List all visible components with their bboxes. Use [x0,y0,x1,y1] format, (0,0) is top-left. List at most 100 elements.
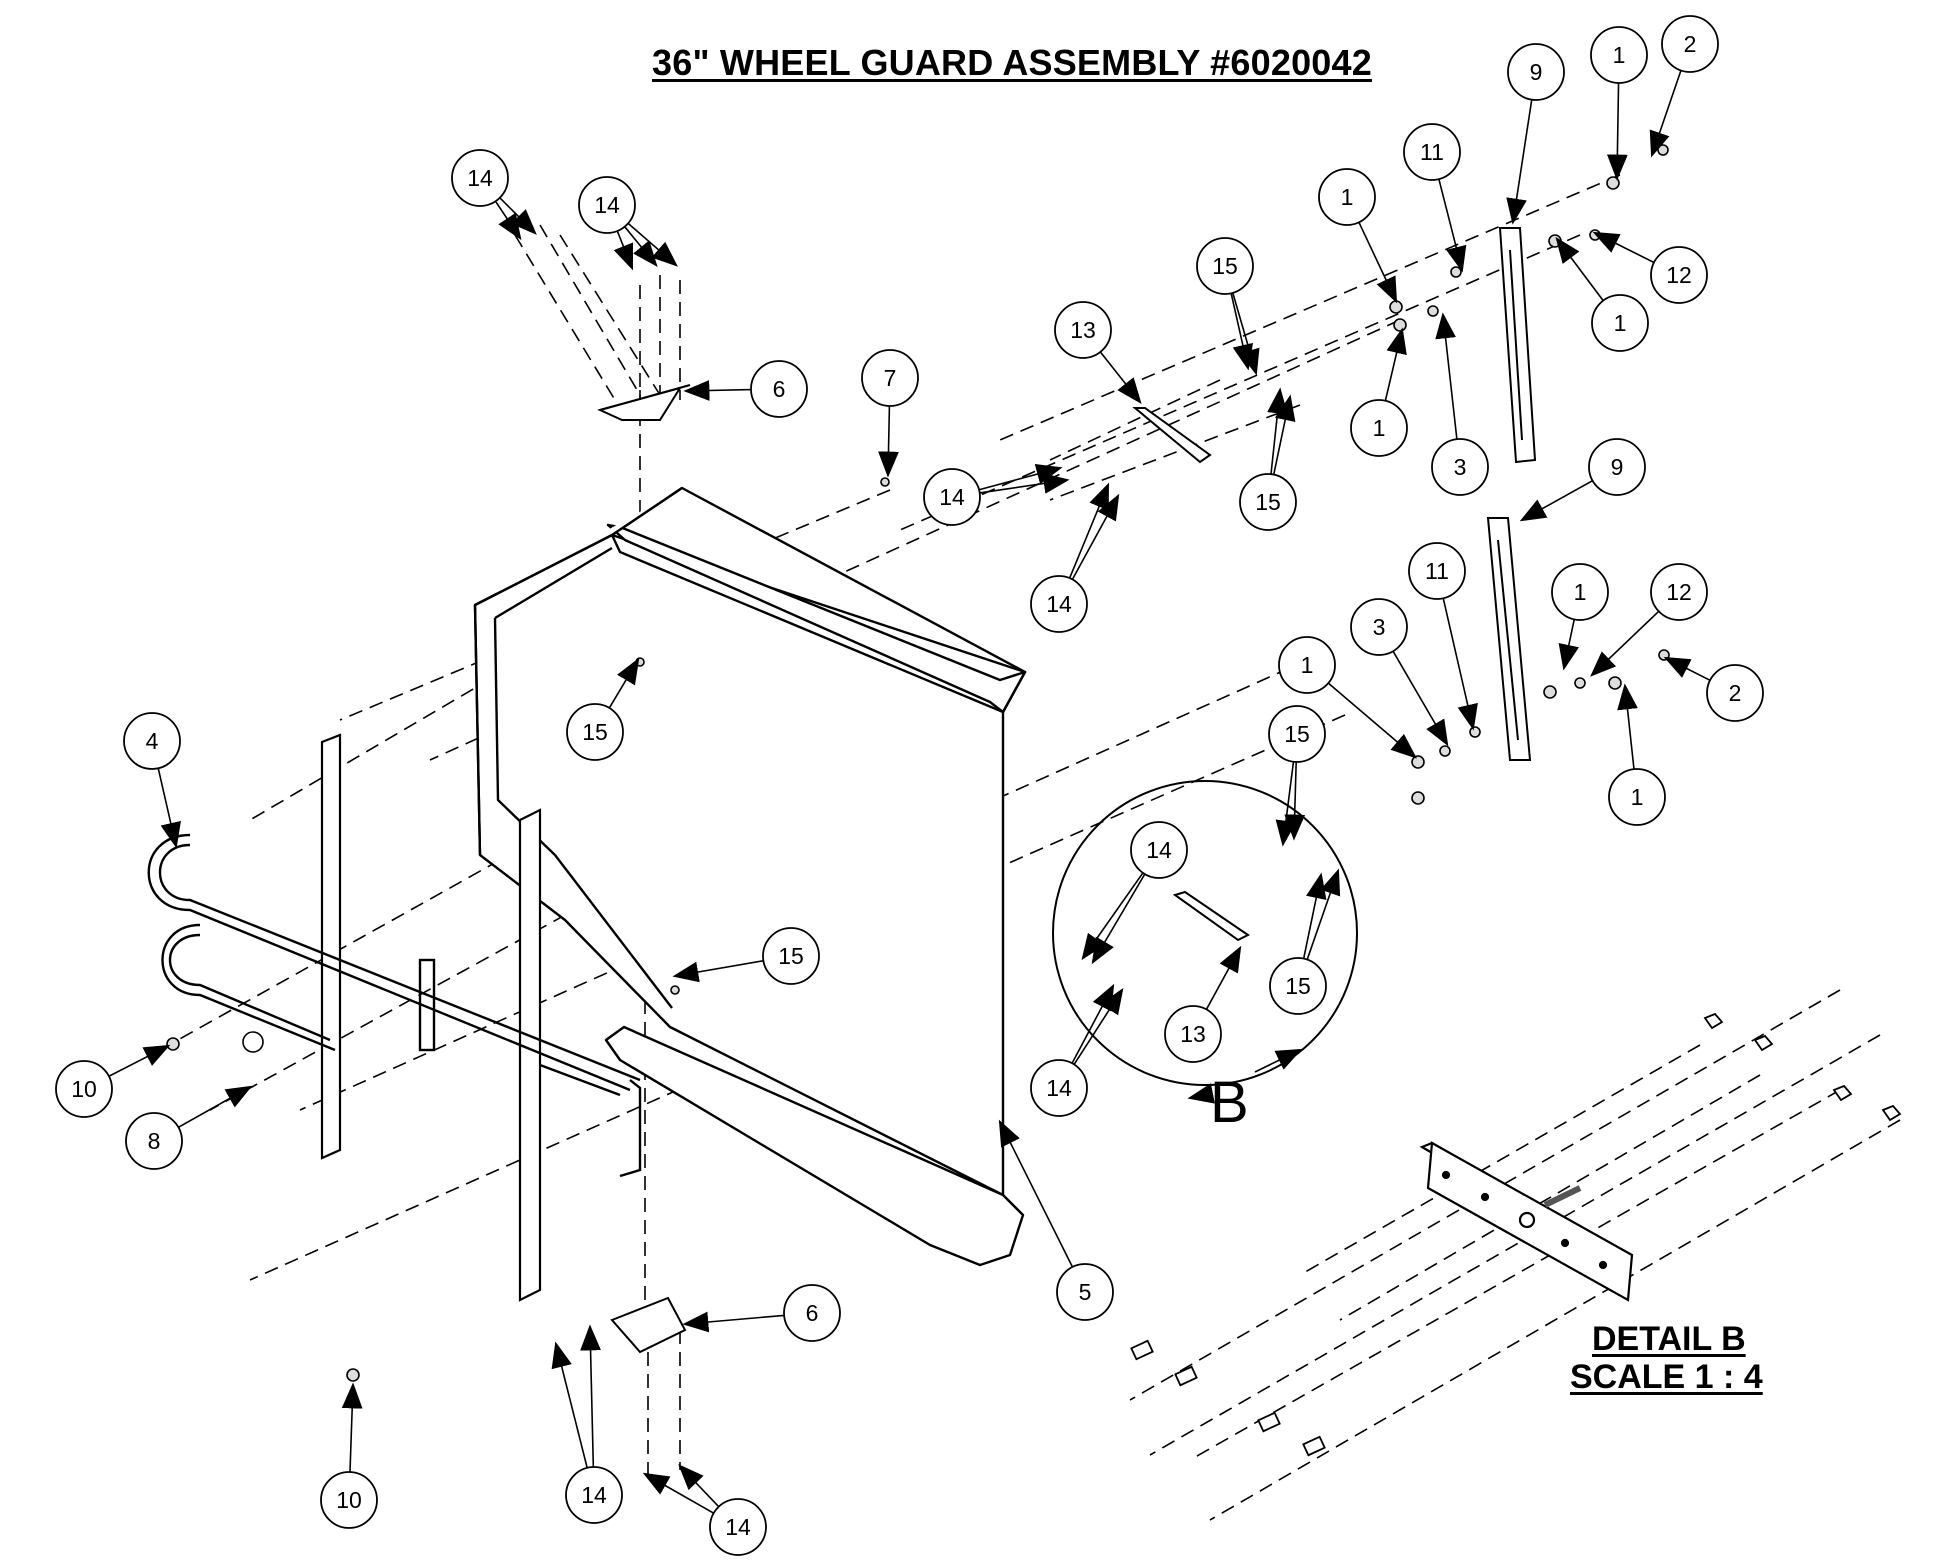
callout-number: 8 [148,1128,161,1154]
callout-leader-1 [1606,82,1628,181]
callout-leader-1 [1384,327,1407,401]
callout-number: 1 [1613,42,1626,68]
callout-leader-15 [1267,387,1288,475]
callout-balloon-15: 15 [1268,705,1326,763]
callout-balloon-9: 9 [1588,438,1646,496]
callout-leader-14 [642,1472,715,1514]
callout-leader-1 [1558,619,1579,671]
callout-balloon-14: 14 [451,149,509,207]
callout-leader-1 [1327,682,1417,759]
callout-balloon-14: 14 [578,176,636,234]
callout-balloon-2: 2 [1661,15,1719,73]
callout-circle [1268,705,1326,763]
callout-balloon-12: 12 [1650,563,1708,621]
callout-number: 11 [1420,139,1444,165]
callout-leader-13 [1205,945,1242,1010]
callout-leader-12 [1590,610,1660,677]
callout-balloon-9: 9 [1507,43,1565,101]
plate-13 [1132,407,1250,942]
callout-leader-15 [1232,292,1260,376]
callout-balloon-11: 11 [1408,542,1466,600]
callout-leader-15 [1272,394,1296,475]
callout-number: 2 [1684,31,1697,57]
callout-leader-14 [1091,873,1146,965]
callout-leader-14 [580,1324,601,1468]
callout-number: 1 [1373,415,1386,441]
callout-circle [1278,636,1336,694]
callout-circle [861,349,919,407]
callout-balloon-10: 10 [55,1060,113,1118]
callout-leader-6 [682,1311,785,1333]
callout-number: 6 [806,1300,819,1326]
callout-leader-13 [1099,351,1142,405]
callout-balloon-13: 13 [1164,1005,1222,1063]
callout-number: 14 [594,192,620,218]
callout-number: 15 [778,943,804,969]
callout-number: 11 [1425,558,1449,584]
callout-leader-10 [108,1044,171,1077]
callout-circle [923,468,981,526]
callout-balloon-3: 3 [1350,598,1408,656]
callout-circle [1350,598,1408,656]
callout-leader-1 [1358,221,1398,304]
callout-circle [1706,664,1764,722]
callout-circle [125,1112,183,1170]
callout-number: 3 [1373,614,1386,640]
callout-leader-4 [157,768,181,849]
callout-leader-14 [627,222,678,267]
callout-number: 13 [1180,1021,1206,1047]
callout-circle [55,1060,113,1118]
callout-balloon-14: 14 [1030,1059,1088,1117]
detail-b-plate [1419,1141,1634,1302]
detail-scale: SCALE 1 : 4 [1570,1358,1763,1396]
callout-balloon-1: 1 [1591,294,1649,352]
callout-circle [451,149,509,207]
callout-balloon-15: 15 [1196,237,1254,295]
slotted-bars [1486,227,1537,761]
callout-number: 14 [581,1482,607,1508]
detail-b-letter: B [1210,1070,1249,1135]
callout-number: 15 [1212,253,1238,279]
callout-balloon-2: 2 [1706,664,1764,722]
callout-number: 14 [1046,591,1072,617]
callout-leader-1 [1555,236,1604,302]
callout-leader-2 [1663,656,1711,682]
drawing-title: 36" WHEEL GUARD ASSEMBLY #6020042 [652,42,1372,83]
callout-leader-1 [1617,683,1638,770]
callout-balloon-15: 15 [762,927,820,985]
callout-leader-14 [551,1341,588,1469]
detail-title: DETAIL B [1592,1320,1746,1358]
detail-b-pointer [1254,1048,1303,1073]
callout-circle [1318,168,1376,226]
callout-leader-14 [499,197,537,235]
callout-number: 15 [1255,489,1281,515]
callout-number: 1 [1574,579,1587,605]
callout-balloon-14: 14 [565,1466,623,1524]
callout-number: 4 [146,728,159,754]
callout-leader-14 [1073,987,1124,1065]
callout-balloon-11: 11 [1403,123,1461,181]
callout-number: 3 [1454,454,1467,480]
callout-circle [123,712,181,770]
callout-leader-14 [1071,493,1120,580]
callout-circle [1507,43,1565,101]
callout-balloon-1: 1 [1551,563,1609,621]
callout-leader-11 [1438,178,1467,273]
callout-leader-15 [1302,872,1327,959]
callout-balloon-6: 6 [783,1284,841,1342]
callout-leader-14 [624,226,658,268]
callout-circle [1608,768,1666,826]
callout-balloon-14: 14 [923,468,981,526]
callout-balloon-13: 13 [1054,301,1112,359]
detail-b-center-lines [1129,989,1901,1521]
callout-leader-14 [613,230,634,271]
callout-circle [1130,821,1188,879]
callout-circle [566,703,624,761]
callout-balloon-1: 1 [1318,168,1376,226]
callout-number: 15 [1284,721,1310,747]
callout-balloon-5: 5 [1056,1263,1114,1321]
callout-balloon-10: 10 [320,1471,378,1529]
callout-circle [1650,563,1708,621]
callout-leader-14 [1071,983,1115,1064]
